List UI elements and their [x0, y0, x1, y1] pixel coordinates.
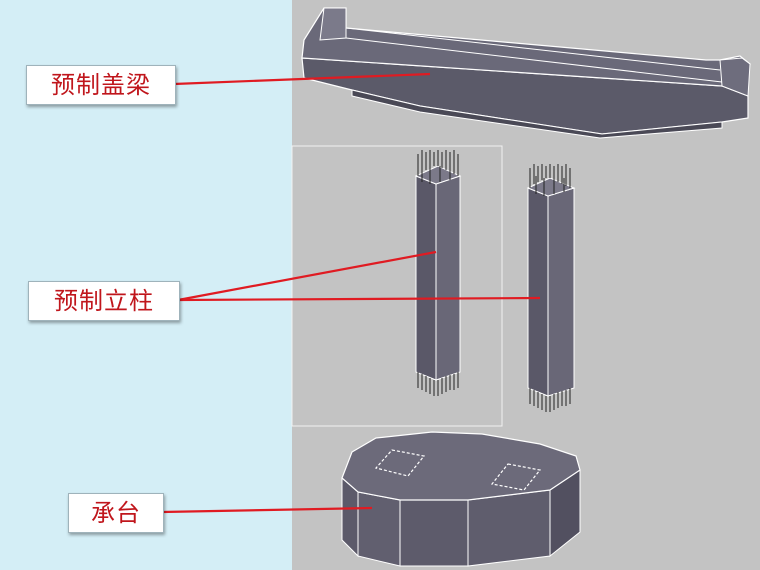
precast-cap-beam	[301, 7, 751, 139]
column-left-bottom-rebars	[417, 372, 459, 396]
precast-column-right	[526, 164, 576, 412]
pile-cap-side-3	[399, 499, 469, 567]
column-right-top-face	[526, 177, 576, 197]
label-precast-cap-beam: 预制盖梁	[26, 65, 176, 105]
pile-cap-socket-left	[374, 449, 426, 477]
precast-column-left	[414, 150, 462, 396]
beam-left-end-block	[319, 7, 347, 41]
beam-top-groove-line	[345, 27, 721, 71]
column-right-front-face	[547, 187, 575, 397]
leader-line-beam	[173, 72, 431, 86]
column-left-side-face	[415, 175, 437, 381]
column-right-top-rebars	[529, 164, 571, 196]
column-right-side-face	[527, 187, 549, 397]
leader-line-column-right	[177, 296, 541, 302]
column-right-bottom-rebars	[529, 388, 571, 412]
column-left-front-face	[435, 175, 461, 381]
pile-cap-side-2	[357, 491, 401, 567]
label-precast-column: 预制立柱	[28, 281, 180, 321]
pile-cap-top-face	[341, 431, 581, 501]
label-pile-cap: 承台	[68, 493, 164, 533]
leader-line-pile-cap	[161, 506, 373, 514]
selection-frame	[291, 145, 503, 427]
pile-cap	[341, 431, 581, 567]
column-left-top-rebars	[417, 150, 459, 184]
beam-bottom-edge	[351, 89, 723, 139]
beam-top-inner-line	[345, 37, 723, 83]
leader-line-column-left	[177, 250, 437, 302]
pile-cap-socket-right	[490, 463, 542, 491]
column-left-top-face	[414, 165, 462, 185]
pile-cap-side-4	[467, 489, 551, 567]
